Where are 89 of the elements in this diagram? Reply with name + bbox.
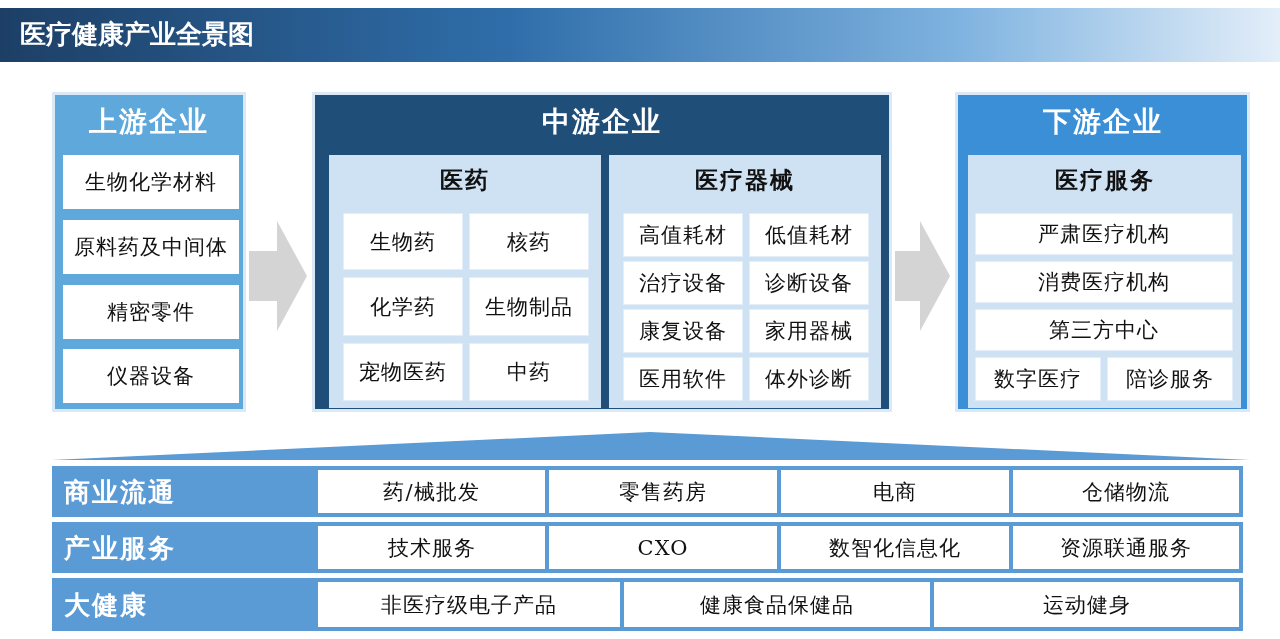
item-label: 原料药及中间体 (74, 234, 228, 261)
group-panel (312, 92, 892, 412)
item-label: 仓储物流 (1082, 478, 1170, 506)
category-panel (609, 155, 881, 408)
item-box (934, 582, 1239, 627)
item-label: 运动健身 (1042, 591, 1131, 619)
item-box (318, 526, 545, 569)
item-label: 体外诊断 (765, 366, 853, 393)
item-label: 零售药房 (619, 478, 707, 506)
item-label: 低值耗材 (765, 222, 853, 249)
item-label: 精密零件 (107, 299, 195, 326)
item-box (63, 155, 239, 209)
item-label: 消费医疗机构 (1038, 269, 1170, 296)
item-label: 生物药 (370, 228, 436, 256)
item-box (1013, 470, 1239, 513)
item-label: 技术服务 (387, 534, 476, 562)
item-box (781, 470, 1009, 513)
item-label: 数智化信息化 (829, 534, 961, 562)
item-box (623, 213, 743, 257)
item-label: 医用软件 (639, 366, 727, 393)
item-box (1013, 526, 1239, 569)
item-box (624, 582, 930, 627)
item-box (318, 582, 620, 627)
group-panel (955, 92, 1250, 412)
item-label: 资源联通服务 (1060, 534, 1192, 562)
group-panel (52, 92, 246, 412)
item-box (975, 357, 1101, 401)
item-label: 诊断设备 (765, 270, 853, 297)
item-label: 生物制品 (485, 293, 573, 321)
item-label: 家用器械 (765, 318, 853, 345)
item-label: 高值耗材 (639, 222, 727, 249)
item-box (975, 213, 1233, 255)
panel-heading: 上游企业 (88, 104, 210, 140)
item-box (343, 343, 463, 401)
sector-row (52, 522, 1243, 573)
arrow (895, 221, 950, 331)
item-label: 严肃医疗机构 (1038, 221, 1170, 248)
item-label: 化学药 (370, 293, 436, 321)
item-label: 宠物医药 (359, 359, 447, 386)
row-heading: 产业服务 (64, 531, 176, 564)
item-label: 中药 (507, 359, 551, 386)
item-box (318, 470, 545, 513)
row-heading: 商业流通 (64, 475, 176, 508)
category-heading: 医疗器械 (694, 165, 796, 195)
item-label: 数字医疗 (994, 366, 1082, 393)
sector-row (52, 578, 1243, 631)
item-box (343, 213, 463, 270)
category-heading: 医疗服务 (1053, 165, 1156, 195)
panel-heading: 中游企业 (541, 104, 663, 140)
item-box (63, 349, 239, 403)
item-box (749, 357, 869, 401)
item-box (781, 526, 1009, 569)
row-heading: 大健康 (64, 588, 148, 621)
item-label: 核药 (507, 228, 551, 256)
category-panel (329, 155, 601, 408)
item-label: 仪器设备 (107, 363, 195, 390)
item-label: 第三方中心 (1049, 317, 1159, 344)
item-box (749, 213, 869, 257)
item-box (549, 526, 777, 569)
item-label: 药/械批发 (383, 478, 480, 506)
item-label: 陪诊服务 (1126, 366, 1214, 393)
item-box (623, 309, 743, 353)
item-label: 电商 (873, 478, 917, 506)
item-label: 非医疗级电子产品 (381, 591, 557, 619)
item-box (469, 343, 589, 401)
title: 医疗健康产业全景图 (20, 18, 254, 50)
item-label: CXO (637, 535, 689, 560)
item-label: 康复设备 (639, 318, 727, 345)
item-box (623, 357, 743, 401)
item-box (549, 470, 777, 513)
item-label: 生物化学材料 (85, 169, 217, 196)
item-box (749, 261, 869, 305)
item-box (343, 277, 463, 336)
sector-row (52, 466, 1243, 517)
item-box (975, 261, 1233, 303)
item-box (749, 309, 869, 353)
item-box (63, 285, 239, 339)
item-label: 健康食品保健品 (700, 591, 854, 619)
category-panel (968, 155, 1241, 408)
item-box (469, 277, 589, 336)
item-box (469, 213, 589, 270)
item-box (975, 309, 1233, 351)
item-label: 治疗设备 (639, 270, 727, 297)
category-heading: 医药 (439, 165, 491, 195)
arrow (249, 221, 307, 331)
item-box (63, 220, 239, 274)
item-box (1107, 357, 1233, 401)
item-box (623, 261, 743, 305)
panel-heading: 下游企业 (1041, 104, 1164, 140)
